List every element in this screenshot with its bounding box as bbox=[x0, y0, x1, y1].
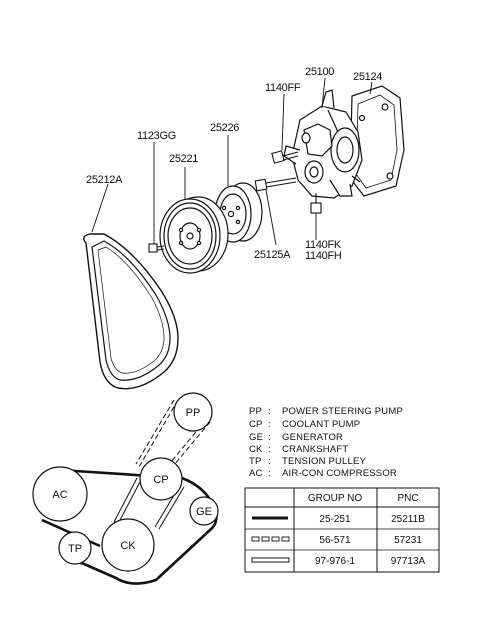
svg-text::: : bbox=[268, 468, 271, 479]
pulley-pp: PP bbox=[173, 392, 213, 432]
pulley-ge: GE bbox=[189, 496, 219, 526]
pulley-label-ac: AC bbox=[52, 489, 67, 501]
pulley-label-cp: CP bbox=[153, 474, 168, 486]
leader-lines bbox=[91, 77, 373, 246]
label-1140ff: 1140FF bbox=[265, 82, 301, 94]
legend-abbr: PP bbox=[249, 406, 262, 417]
pulley-label-tp: TP bbox=[68, 543, 82, 555]
bolt-1140ff[interactable] bbox=[271, 150, 299, 164]
legend-abbr: CP bbox=[249, 419, 263, 430]
label-25212a: 25212A bbox=[86, 174, 123, 186]
line-style-double bbox=[251, 557, 290, 563]
pulley-label-pp: PP bbox=[186, 407, 201, 419]
pulley-cp: CP bbox=[139, 457, 183, 501]
crank-pulley-25221[interactable] bbox=[159, 196, 229, 274]
table-header-pnc: PNC bbox=[397, 493, 418, 504]
belt-routing-diagram: PP CP GE AC CK TP bbox=[32, 392, 219, 585]
table-group-no: 25-251 bbox=[319, 514, 351, 525]
table-pnc: 97713A bbox=[391, 556, 426, 567]
legend-text: COOLANT PUMP bbox=[282, 419, 360, 430]
legend-abbr: AC bbox=[249, 468, 263, 479]
svg-text::: : bbox=[268, 432, 271, 443]
label-25100: 25100 bbox=[305, 66, 334, 78]
table-group-no: 97-976-1 bbox=[315, 556, 355, 567]
legend-text: TENSION PULLEY bbox=[282, 456, 367, 467]
part-labels: 25100 25124 1140FF 25226 1123GG 25221 25… bbox=[86, 66, 383, 262]
legend-text: CRANKSHAFT bbox=[282, 444, 348, 455]
legend-text: AIR-CON COMPRESSOR bbox=[282, 468, 397, 479]
svg-text::: : bbox=[268, 456, 271, 467]
legend-abbr: GE bbox=[249, 432, 263, 443]
label-1123gg: 1123GG bbox=[137, 130, 176, 142]
svg-text::: : bbox=[268, 444, 271, 455]
svg-text::: : bbox=[268, 406, 271, 417]
bolt-1123gg[interactable] bbox=[148, 243, 165, 253]
legend-text: POWER STEERING PUMP bbox=[282, 406, 403, 417]
svg-text::: : bbox=[268, 419, 271, 430]
table-group-no: 56-571 bbox=[319, 535, 351, 546]
legend-abbr: CK bbox=[249, 444, 263, 455]
belt-table: GROUP NO PNC 25-251 25211B 56-571 57231 … bbox=[244, 487, 440, 573]
legend-text: GENERATOR bbox=[282, 432, 343, 443]
table-pnc: 25211B bbox=[391, 514, 425, 525]
bolt-25125a[interactable] bbox=[254, 177, 297, 192]
water-pump-assembly[interactable] bbox=[283, 85, 405, 199]
legend-abbr: TP bbox=[249, 456, 262, 467]
label-25221: 25221 bbox=[169, 153, 198, 165]
label-1140fh: 1140FH bbox=[305, 250, 342, 262]
label-25226: 25226 bbox=[210, 122, 239, 134]
pulley-tp: TP bbox=[58, 531, 92, 565]
pulley-ck: CK bbox=[101, 518, 155, 572]
label-1140fk: 1140FK bbox=[305, 239, 342, 251]
label-25124: 25124 bbox=[353, 71, 382, 83]
table-header-group-no: GROUP NO bbox=[308, 493, 362, 504]
pulley-label-ck: CK bbox=[120, 540, 136, 552]
table-pnc: 57231 bbox=[394, 535, 422, 546]
pulley-legend: PP : POWER STEERING PUMP CP : COOLANT PU… bbox=[249, 406, 403, 479]
label-25125a: 25125A bbox=[254, 249, 291, 261]
line-style-dashed-double bbox=[251, 536, 290, 542]
pulley-ac: AC bbox=[32, 466, 88, 522]
pulley-label-ge: GE bbox=[196, 506, 212, 518]
drive-belt-25212a[interactable] bbox=[83, 233, 179, 390]
